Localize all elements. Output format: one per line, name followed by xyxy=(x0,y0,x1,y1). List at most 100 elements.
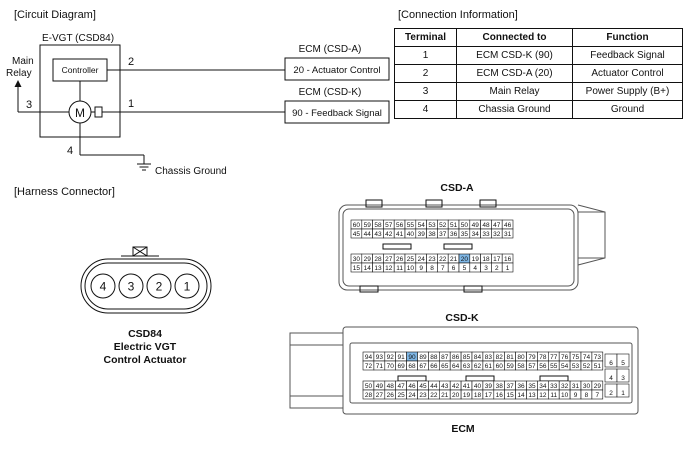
arrow-up-icon xyxy=(14,80,22,87)
terminal-cell: 2 xyxy=(394,64,457,83)
csd-k-pin: 69 xyxy=(398,363,406,370)
csd-a-pin: 46 xyxy=(504,222,512,229)
csd84-caption-1: CSD84 xyxy=(128,328,162,340)
csd-k-pin: 43 xyxy=(441,383,449,390)
csd-k-pin: 91 xyxy=(398,354,406,361)
csd-k-pin: 87 xyxy=(441,354,449,361)
csd-k-pin: 52 xyxy=(583,363,591,370)
csd-k-pin: 92 xyxy=(387,354,395,361)
csd-a-pin: 21 xyxy=(450,256,458,263)
csd84-pin xyxy=(118,273,144,299)
csd-k-pin: 77 xyxy=(550,354,558,361)
csd-a-pin: 60 xyxy=(353,222,361,229)
csd-a-pin: 25 xyxy=(407,256,415,263)
csd-a-pin: 9 xyxy=(419,265,423,272)
csd-k-pin: 15 xyxy=(507,392,515,399)
pin-2-label: 2 xyxy=(128,56,134,68)
csd-k-side-pin: 3 xyxy=(621,375,625,382)
connected-to-cell: ECM CSD-A (20) xyxy=(456,64,573,83)
position-sensor-symbol xyxy=(94,106,103,118)
function-cell: Actuator Control xyxy=(572,64,683,83)
ecm-csd-a-box xyxy=(284,57,390,81)
csd84-pin xyxy=(146,273,172,299)
csd-k-pin: 75 xyxy=(572,354,580,361)
csd-k-pin: 21 xyxy=(441,392,449,399)
csd-a-pin: 56 xyxy=(396,222,404,229)
csd-k-pin: 90 xyxy=(408,354,416,361)
csd-a-pin: 45 xyxy=(353,231,361,238)
csd-k-pin: 84 xyxy=(474,354,482,361)
harness-connector-heading: [Harness Connector] xyxy=(14,186,115,198)
csd-a-pin: 44 xyxy=(364,231,372,238)
csd-a-pin: 4 xyxy=(473,265,477,272)
csd-k-pin: 54 xyxy=(561,363,569,370)
csd-k-title: CSD-K xyxy=(445,312,479,324)
csd-a-pin: 38 xyxy=(428,231,436,238)
csd-k-pin: 70 xyxy=(387,363,395,370)
csd-k-pin: 42 xyxy=(452,383,460,390)
csd-a-pin: 26 xyxy=(396,256,404,263)
csd-a-pin: 54 xyxy=(418,222,426,229)
csd-a-pin: 6 xyxy=(452,265,456,272)
csd-k-pin: 9 xyxy=(574,392,578,399)
csd-k-pin: 62 xyxy=(474,363,482,370)
csd-k-side-pin: 2 xyxy=(609,390,613,397)
csd-k-pin: 26 xyxy=(387,392,395,399)
main-relay-label-2: Relay xyxy=(6,68,32,79)
csd-a-pin-cell xyxy=(501,228,514,239)
csd-k-pin: 28 xyxy=(365,392,373,399)
csd-k-side-pin: 1 xyxy=(621,390,625,397)
csd-k-pin: 74 xyxy=(583,354,591,361)
csd-k-pin: 32 xyxy=(561,383,569,390)
terminal-cell: 1 xyxy=(394,46,457,65)
csd-a-pin: 18 xyxy=(482,256,490,263)
csd-a-pin: 36 xyxy=(450,231,458,238)
csd-k-pin: 94 xyxy=(365,354,373,361)
csd84-housing xyxy=(80,258,212,314)
csd-a-pin: 47 xyxy=(493,222,501,229)
csd-k-pin: 11 xyxy=(550,392,557,399)
csd-k-side-pin-cell xyxy=(616,353,630,368)
csd-a-pin: 28 xyxy=(374,256,382,263)
connected-to-cell: ECM CSD-K (90) xyxy=(456,46,573,65)
csd-a-pin: 5 xyxy=(463,265,467,272)
csd-k-pin-cell xyxy=(591,389,604,400)
csd-a-pin: 52 xyxy=(439,222,447,229)
csd-k-pin: 51 xyxy=(594,363,602,370)
main-relay-label-1: Main xyxy=(12,56,34,67)
csd-a-pin: 41 xyxy=(396,231,404,238)
csd-k-pin: 48 xyxy=(387,383,395,390)
table-row: 1 ECM CSD-K (90) Feedback Signal xyxy=(394,46,683,65)
csd-k-pin: 23 xyxy=(419,392,427,399)
csd-a-pin: 35 xyxy=(461,231,469,238)
csd-k-pin: 33 xyxy=(550,383,558,390)
csd-k-pin: 78 xyxy=(539,354,547,361)
csd-a-pin: 57 xyxy=(385,222,393,229)
csd-a-pin: 43 xyxy=(374,231,382,238)
terminal-cell: 4 xyxy=(394,100,457,119)
csd84-caption-2: Electric VGT xyxy=(114,341,177,353)
csd-a-pin: 2 xyxy=(495,265,499,272)
csd-a-pin: 13 xyxy=(374,265,382,272)
csd-k-pin: 85 xyxy=(463,354,471,361)
csd-a-pin: 20 xyxy=(461,256,469,263)
csd-a-title: CSD-A xyxy=(440,182,474,194)
ecm-csd-k-terminal: 90 - Feedback Signal xyxy=(292,108,382,119)
csd-k-pin: 25 xyxy=(398,392,406,399)
table-row: 2 ECM CSD-A (20) Actuator Control xyxy=(394,64,683,83)
csd-k-pin: 36 xyxy=(517,383,525,390)
csd-k-pin: 14 xyxy=(517,392,525,399)
csd84-pin xyxy=(174,273,200,299)
csd-k-pin: 8 xyxy=(585,392,589,399)
function-cell: Power Supply (B+) xyxy=(572,82,683,101)
csd-a-pin: 16 xyxy=(504,256,512,263)
chassis-ground-label: Chassis Ground xyxy=(155,166,227,177)
csd-k-pin: 65 xyxy=(441,363,449,370)
csd-k-pin: 50 xyxy=(365,383,373,390)
csd-k-pin: 83 xyxy=(485,354,493,361)
terminal-cell: 3 xyxy=(394,82,457,101)
csd-k-pin: 82 xyxy=(496,354,504,361)
connected-to-cell: Main Relay xyxy=(456,82,573,101)
